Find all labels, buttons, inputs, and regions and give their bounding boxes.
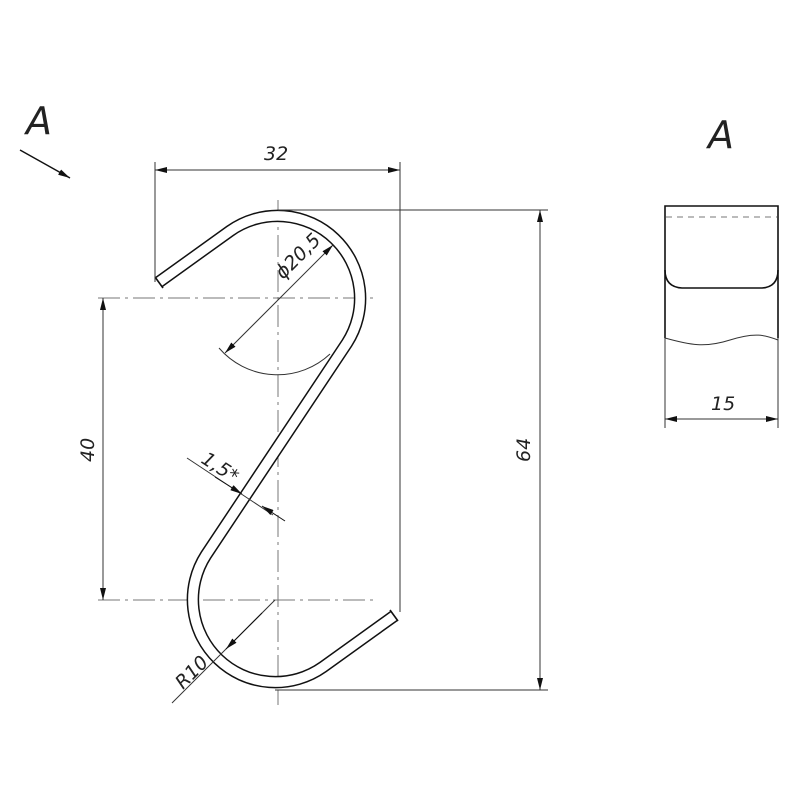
break-line xyxy=(664,334,779,346)
height-dimension: 64 xyxy=(513,438,535,462)
view-direction-label: A xyxy=(23,99,52,143)
side-width-dimension: 15 xyxy=(711,393,735,415)
center-distance-dimension: 40 xyxy=(77,438,99,462)
side-view-label: A xyxy=(705,113,734,157)
width-dimension: 32 xyxy=(264,143,288,165)
diameter-dimension-line xyxy=(224,244,334,354)
diameter-dimension: ϕ20,5 xyxy=(271,229,325,283)
view-direction-arrow xyxy=(19,149,71,179)
side-view xyxy=(664,205,779,428)
thickness-dimension: 1,5* xyxy=(197,448,242,488)
s-hook-outline xyxy=(154,209,399,689)
radius-dimension: R10 xyxy=(171,652,213,694)
diameter-extension-arc xyxy=(218,347,331,376)
